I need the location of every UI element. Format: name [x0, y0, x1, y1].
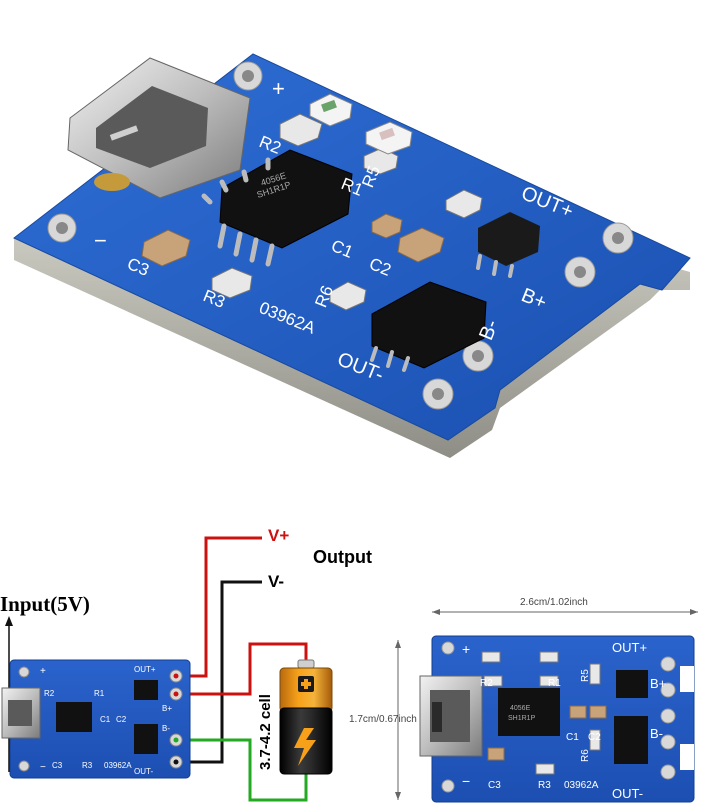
flat-board: 4056E SH1R1P OU: [419, 635, 695, 803]
flat-ic-marking: 4056E: [510, 705, 531, 712]
output-label: Output: [313, 547, 372, 567]
mini-silk-out-plus: OUT+: [134, 665, 156, 674]
mini-silk-c1: C1: [100, 715, 111, 724]
flat-silk-b-plus: B+: [650, 676, 666, 691]
flat-silk-r5: R5: [580, 669, 591, 682]
height-dimension-label: 1.7cm/0.67inch: [349, 714, 417, 725]
flat-silk-c3: C3: [488, 780, 501, 791]
v-minus-wire: [184, 580, 262, 764]
width-dimension-label: 2.6cm/1.02inch: [520, 597, 588, 608]
mosfet: [476, 212, 540, 278]
mini-silk-plus: +: [40, 666, 46, 677]
battery-positive-wire: [184, 642, 308, 696]
charger-ic: 4056E SH1R1P: [201, 149, 353, 267]
mini-silk-minus: −: [40, 762, 46, 773]
flat-silk-code: 03962A: [564, 780, 599, 791]
protection-ic: [370, 281, 487, 372]
board-photo: 4056E SH1R1P: [13, 53, 691, 458]
mini-silk-c2: C2: [116, 715, 127, 724]
silk-plus: +: [272, 76, 285, 101]
flat-silk-c1: C1: [566, 732, 579, 743]
mini-silk-c3: C3: [52, 761, 63, 770]
flat-silk-r2: R2: [480, 678, 493, 689]
flat-silk-c2: C2: [588, 732, 601, 743]
lightning-icon: [294, 728, 316, 766]
flat-silk-b-minus: B-: [650, 726, 663, 741]
mini-silk-r1: R1: [94, 689, 105, 698]
dimension-view: 4056E SH1R1P OU: [347, 590, 707, 808]
flat-silk-r6: R6: [580, 749, 591, 762]
solder-pads: [47, 61, 634, 410]
flat-silk-out-plus: OUT+: [612, 640, 647, 655]
mini-silk-b-minus: B-: [162, 724, 170, 733]
mini-silk-r3: R3: [82, 761, 93, 770]
flat-silk-minus: −: [462, 773, 470, 789]
mini-silk-code: 03962A: [104, 761, 132, 770]
input-label: Input(5V): [0, 592, 90, 616]
mini-silk-out-minus: OUT-: [134, 767, 153, 776]
mini-board: OUT+ B+ B- OUT- + − R2 R1 C3 R3 C1 C2 03…: [1, 659, 191, 779]
flat-silk-r1: R1: [548, 678, 561, 689]
silk-minus: −: [94, 228, 107, 253]
wiring-diagram: OUT+ B+ B- OUT- + − R2 R1 C3 R3 C1 C2 03…: [1, 536, 333, 802]
usb-connector: [67, 57, 251, 199]
input-arrow-head: [5, 616, 13, 626]
v-plus-label: V+: [268, 526, 290, 545]
battery-negative-wire: [184, 738, 308, 802]
flat-silk-plus: +: [462, 641, 470, 657]
mini-silk-b-plus: B+: [162, 704, 172, 713]
mini-silk-r2: R2: [44, 689, 55, 698]
v-minus-label: V-: [268, 572, 285, 591]
passives: [141, 93, 483, 311]
flat-ic-marking: SH1R1P: [508, 715, 536, 722]
flat-silk-out-minus: OUT-: [612, 786, 643, 801]
battery: [279, 659, 333, 775]
flat-silk-r3: R3: [538, 780, 551, 791]
battery-label: 3.7-4.2 cell: [257, 694, 274, 770]
v-plus-wire: [184, 536, 262, 678]
